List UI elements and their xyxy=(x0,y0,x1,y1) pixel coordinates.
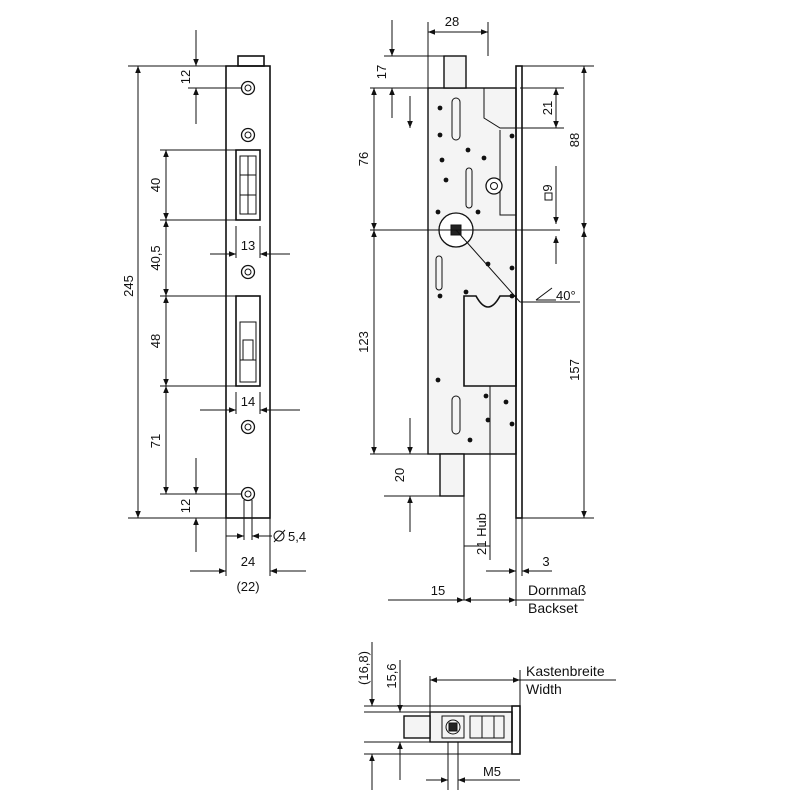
dim-stroke: 21 Hub xyxy=(474,513,489,555)
dim-cylinder-width: 28 xyxy=(445,14,459,29)
screw-hole xyxy=(240,264,256,280)
dim-square: 9 xyxy=(540,184,555,191)
front-view: 245 12 40 40,5 48 71 12 13 xyxy=(121,30,306,594)
dim-spindle-dist: 76 xyxy=(356,152,371,166)
width-label-en: Width xyxy=(526,681,562,697)
screw-hole xyxy=(240,127,256,143)
backset-label-en: Backset xyxy=(528,600,578,616)
dim-lower-total: 157 xyxy=(567,359,582,381)
dim-upper-total: 88 xyxy=(567,133,582,147)
dim-bottom-offset: 20 xyxy=(392,468,407,482)
bolt-opening xyxy=(235,295,261,387)
dim-faceplate-width: 24 xyxy=(241,554,255,569)
cam xyxy=(485,177,503,195)
side-view: 28 17 76 123 20 21 88 9 xyxy=(356,14,594,616)
slot xyxy=(451,395,461,435)
slot xyxy=(465,167,473,209)
lock-case-body xyxy=(427,87,517,455)
dim-inner-thick: 15,6 xyxy=(384,663,399,688)
dim-bolt-width: 14 xyxy=(241,394,255,409)
square-icon xyxy=(544,192,553,201)
width-label-de: Kastenbreite xyxy=(526,663,605,679)
slot xyxy=(435,255,443,291)
dim-bottom-screw: 12 xyxy=(178,499,193,513)
dim-bolt-height: 48 xyxy=(148,334,163,348)
rivets xyxy=(435,105,515,443)
dim-spindle-top: 21 xyxy=(540,101,555,115)
dim-total-height: 245 xyxy=(121,275,136,297)
cylinder-cutout xyxy=(463,295,517,387)
dim-outer-thick: (16,8) xyxy=(356,651,371,685)
screw-hole xyxy=(240,486,256,502)
dim-backset: 15 xyxy=(431,583,445,598)
faceplate-top-view xyxy=(511,705,521,755)
dim-latch-gap: 40,5 xyxy=(148,245,163,270)
slot xyxy=(451,97,461,141)
backset-label-de: Dornmaß xyxy=(528,582,586,598)
dim-latch-height: 40 xyxy=(148,178,163,192)
dim-faceplate-width-alt: (22) xyxy=(236,579,259,594)
diameter-icon xyxy=(273,529,286,543)
screw-hole xyxy=(240,80,256,96)
bottom-view: (16,8) 15,6 Kastenbreite Width M5 xyxy=(356,642,616,790)
dim-top-offset: 17 xyxy=(374,65,389,79)
bolt-tongue xyxy=(439,453,465,497)
latch-tongue xyxy=(443,55,467,89)
dim-mid-dist: 123 xyxy=(356,331,371,353)
dim-latch-width: 13 xyxy=(241,238,255,253)
dim-hole-diameter: 5,4 xyxy=(288,529,306,544)
dim-faceplate-thick: 3 xyxy=(542,554,549,569)
latch-opening xyxy=(235,149,261,221)
faceplate-top-tab xyxy=(237,55,265,67)
side-faceplate xyxy=(515,65,523,519)
dim-thread: M5 xyxy=(483,764,501,779)
dim-top-screw: 12 xyxy=(178,70,193,84)
screw-hole xyxy=(240,419,256,435)
dim-lower-spacing: 71 xyxy=(148,434,163,448)
angle-icon xyxy=(535,287,556,301)
cylinder-square-icon xyxy=(441,715,465,739)
dim-angle: 40° xyxy=(556,288,576,303)
tongue-top-view xyxy=(403,715,431,739)
